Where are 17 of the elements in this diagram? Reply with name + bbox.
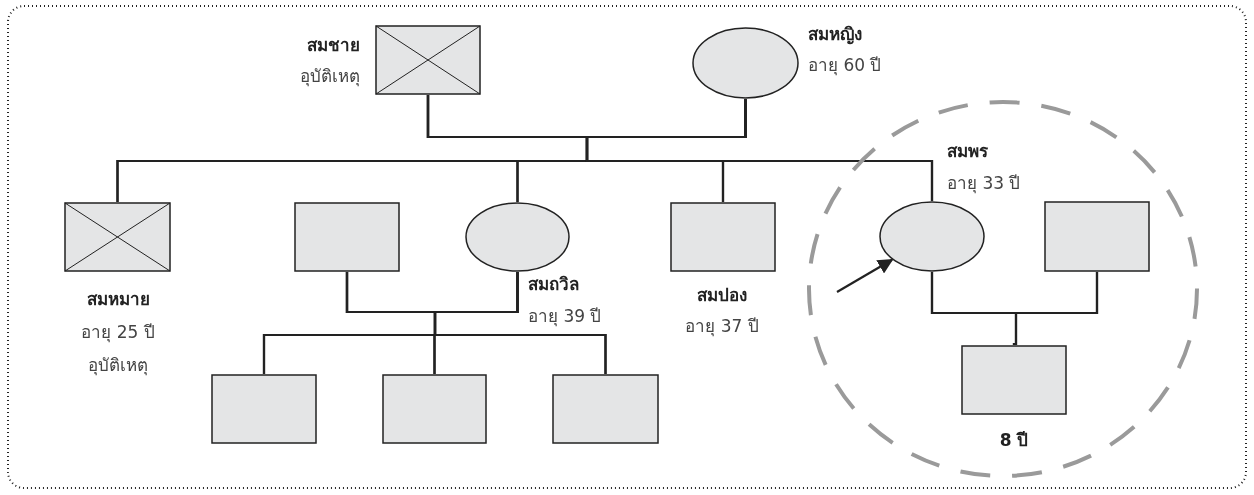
name-label: สมพร — [947, 140, 988, 162]
connector-line — [433, 272, 607, 374]
detail-label: อายุ 25 ปี — [81, 321, 155, 343]
detail-label: อายุ 33 ปี — [947, 172, 1021, 194]
name-label: สมหมาย — [86, 288, 150, 310]
name-label: สมหญิง — [808, 23, 862, 45]
detail-label: อายุ 37 ปี — [685, 315, 759, 337]
connector-line — [1012, 272, 1099, 346]
detail-label: อุบัติเหตุ — [88, 354, 148, 376]
name-label: สมปอง — [697, 284, 747, 306]
name-label: สมชาย — [307, 34, 360, 56]
arrow — [836, 258, 894, 293]
name-label: สมถวิล — [528, 273, 579, 295]
detail-label: อายุ 39 ปี — [528, 305, 602, 327]
detail-label: อายุ 60 ปี — [808, 54, 882, 76]
name-label: 8 ปี — [999, 429, 1029, 451]
detail-label: อุบัติเหตุ — [300, 65, 360, 87]
